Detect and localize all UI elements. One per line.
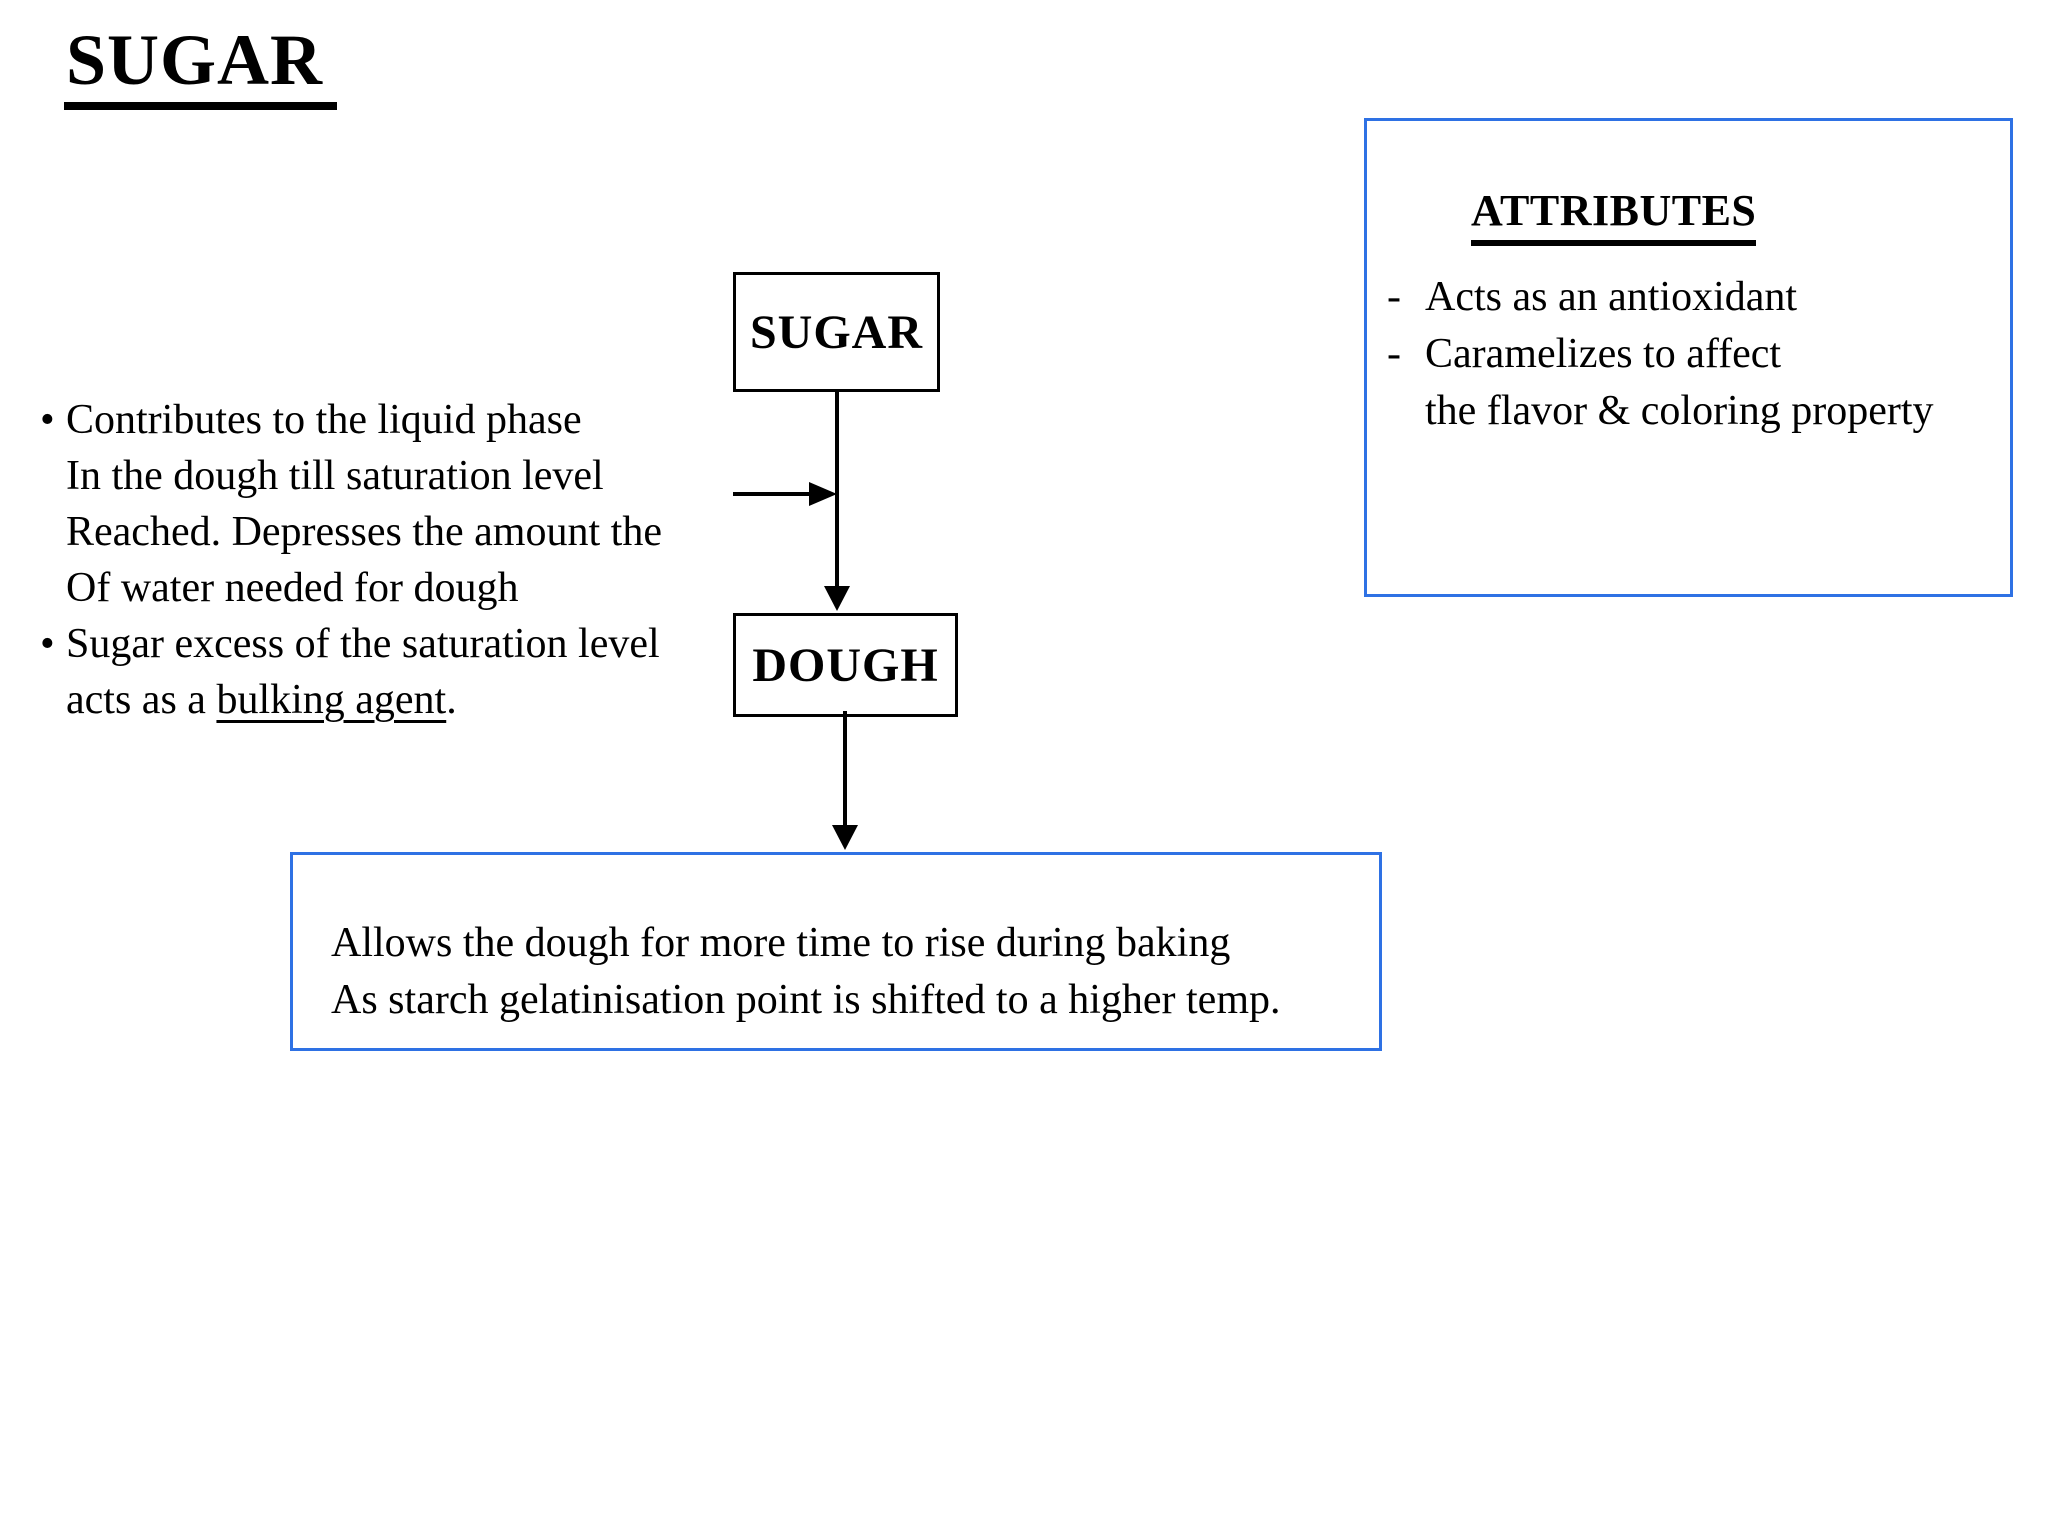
attribute-text: Acts as an antioxidant [1425,274,1798,320]
attribute-text: Caramelizes to affect [1425,331,1782,377]
dash-marker: - [1387,331,1401,377]
note-line: acts as a bulking agent. [40,672,662,728]
attribute-item: -Acts as an antioxidant [1387,269,1934,326]
flow-arrow-dough-to-result-line [843,711,847,827]
flow-arrow-sugar-to-dough-head [824,586,850,611]
note-line: •Contributes to the liquid phase [40,392,662,448]
note-line: In the dough till saturation level [40,448,662,504]
attribute-item-continuation: the flavor & coloring property [1387,383,1934,440]
result-text-line: As starch gelatinisation point is shifte… [331,977,1281,1023]
result-box: Allows the dough for more time to rise d… [290,852,1382,1051]
dough-node: DOUGH [733,613,958,717]
note-line: •Sugar excess of the saturation level [40,616,662,672]
dough-node-label: DOUGH [752,638,939,692]
flow-arrow-dough-to-result-head [832,825,858,850]
note-text: Reached. Depresses the amount the [66,509,662,555]
dash-marker: - [1387,274,1401,320]
note-text: Of water needed for dough [66,565,519,611]
note-text-underlined: bulking agent [216,677,447,723]
attribute-item: -Caramelizes to affect [1387,326,1934,383]
attribute-text: the flavor & coloring property [1425,388,1934,434]
flow-arrow-sugar-to-dough-line [835,389,839,588]
note-line: Of water needed for dough [40,560,662,616]
note-line: Reached. Depresses the amount the [40,504,662,560]
note-text: acts as a [66,677,217,723]
left-notes: •Contributes to the liquid phase In the … [40,392,662,728]
bullet-icon: • [40,397,55,443]
attributes-panel: ATTRIBUTES -Acts as an antioxidant -Cara… [1364,118,2013,597]
note-text: In the dough till saturation level [66,453,604,499]
note-text: Contributes to the liquid phase [66,397,582,443]
note-text: Sugar excess of the saturation level [66,621,660,667]
bullet-icon: • [40,621,55,667]
side-note-arrow-head [809,482,837,506]
page-title: SUGAR [64,24,338,110]
result-text-line: Allows the dough for more time to rise d… [331,920,1231,966]
attributes-title: ATTRIBUTES [1471,185,1757,246]
note-text: . [446,677,457,723]
sugar-node: SUGAR [733,272,940,392]
attributes-list: -Acts as an antioxidant -Caramelizes to … [1387,269,1934,440]
side-note-arrow-line [733,492,811,496]
sugar-node-label: SUGAR [749,305,924,359]
